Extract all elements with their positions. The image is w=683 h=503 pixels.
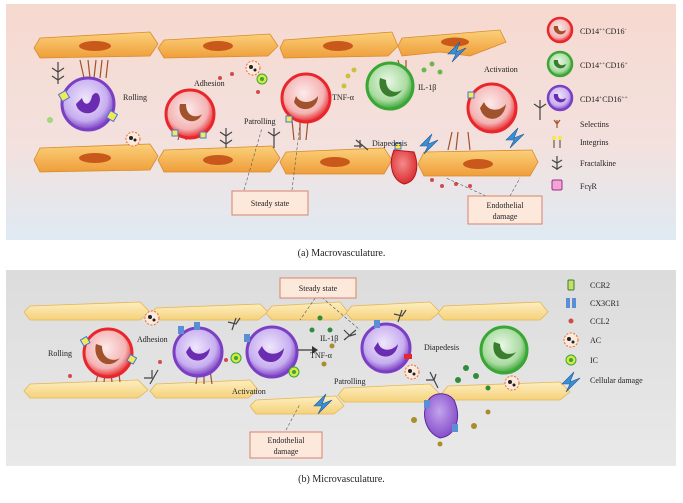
label-diapedesis-a: Diapedesis [372,139,407,148]
immune-complex-icon-b2 [288,366,300,378]
label-il1-b: IL-1β [320,334,338,343]
endothelial-damage-label-b-1: Endothelial [268,436,306,445]
label-il1-a: IL-1β [418,83,436,92]
legend-b: CCR2 CX3CR1 CCL2 AC IC Cellular damage [561,279,643,393]
label-activation-b: Activation [232,387,266,396]
classical-monocyte-adhesion [164,88,216,140]
endothelial-damage-label-b-2: damage [274,447,299,456]
steady-state-label-a: Steady state [251,199,290,208]
label-diapedesis-b: Diapedesis [424,343,459,352]
label-activation-a: Activation [484,65,518,74]
apoptotic-cell-icon-b1 [144,310,160,326]
panel-a-endothelium-bottom [33,143,539,177]
legend-ic-icon [565,354,577,366]
immune-complex-icon-b1 [230,352,242,364]
legend-cx3cr1-label: CX3CR1 [590,299,620,308]
panel-b-ccl2-dots [68,358,228,378]
label-tnf-a: TNF-α [332,93,355,102]
legend-fcyr-label: FcγR [580,182,598,191]
legend-ccl2-icon [568,318,574,324]
endothelial-damage-label-a-2: damage [493,212,518,221]
legend-fractalkine-label: Fractalkine [580,159,616,168]
legend-ccr2-icon [567,279,575,291]
panel-a-tnf-dots [341,67,357,89]
panel-a-damage-bolts [419,41,525,155]
classical-monocyte-diapedesis [390,142,418,185]
legend-ac-icon [563,332,579,348]
nonclassical-monocyte-activation-b [244,325,299,379]
label-adhesion-b: Adhesion [137,335,168,344]
steady-state-label-b: Steady state [299,284,338,293]
legend-nonclassical-label: CD14+CD16++ [580,95,628,104]
panel-a-endothelium-top [33,29,507,59]
legend-cx3cr1-icon [566,298,576,308]
immune-complex-icon [256,73,268,85]
panel-b-endothelium-top [23,301,549,321]
legend-selectins-label: Selectins [580,120,609,129]
panel-b-fractalkine [144,309,439,389]
label-tnf-b: TNF-α [310,351,333,360]
legend-cellular-damage-icon [561,371,581,393]
legend-classical-label: CD14++CD16- [580,27,626,36]
intermediate-monocyte [365,61,415,111]
label-rolling-b: Rolling [48,349,72,358]
label-patrolling-b: Patrolling [334,377,366,386]
endothelial-damage-box-b: Endothelial damage [249,431,323,459]
label-rolling-a: Rolling [123,93,147,102]
apoptotic-cell-icon-b2 [504,375,520,391]
intermediate-monocyte-b [479,325,529,375]
caption-panel-b: (b) Microvasculature. [298,474,385,485]
panel-b-damage-bolt [313,393,333,415]
nonclassical-monocyte-rolling [47,76,119,132]
legend-selectins-icon [553,119,561,128]
nonclassical-monocyte-patrolling-b [360,320,412,374]
label-patrolling-a: Patrolling [244,117,276,126]
panel-b-olive-dots [321,343,491,447]
legend-classical-icon [546,16,574,44]
legend-intermediate-label: CD14++CD16+ [580,61,628,70]
label-adhesion-a: Adhesion [194,79,225,88]
classical-monocyte-patrolling [280,72,332,124]
steady-state-box-b: Steady state [279,277,357,299]
legend-nonclassical-icon [546,84,574,112]
nonclassical-monocyte-diapedesis-b [424,393,458,439]
panel-b-endothelium-bottom [23,379,571,415]
panel-a-il1-dots [421,61,443,75]
classical-monocyte-activation [466,82,518,134]
legend-cellular-damage-label: Cellular damage [590,376,643,385]
steady-state-box-a: Steady state [231,190,309,216]
caption-panel-a: (a) Macrovasculature. [297,248,386,259]
nonclassical-monocyte-adhesion-b [172,322,224,378]
panel-a-connectors [243,123,521,197]
endothelial-damage-box-a: Endothelial damage [467,195,543,225]
panel-b-green-dots [309,315,491,391]
legend-intermediate-icon [546,50,574,78]
legend-fcyr-icon [551,179,563,191]
legend-ac-label: AC [590,336,601,345]
legend-ic-label: IC [590,356,598,365]
legend-fractalkine-icon [551,156,563,170]
legend-integrins-icon [552,136,562,148]
endothelial-damage-label-a-1: Endothelial [487,201,525,210]
classical-monocyte-rolling-b [79,327,138,379]
panel-a-fractalkine [51,62,547,151]
arrow-activation-to-cytokines [298,346,318,354]
legend-ccl2-label: CCL2 [590,317,610,326]
apoptotic-cell-icon-b3 [404,364,420,380]
legend-integrins-label: Integrins [580,138,608,147]
apoptotic-cell-icon-a2 [245,60,261,76]
apoptotic-cell-icon [125,131,141,147]
legend-a: CD14++CD16- CD14++CD16+ CD14+CD16++ Sele… [546,16,628,191]
legend-ccr2-label: CCR2 [590,281,610,290]
